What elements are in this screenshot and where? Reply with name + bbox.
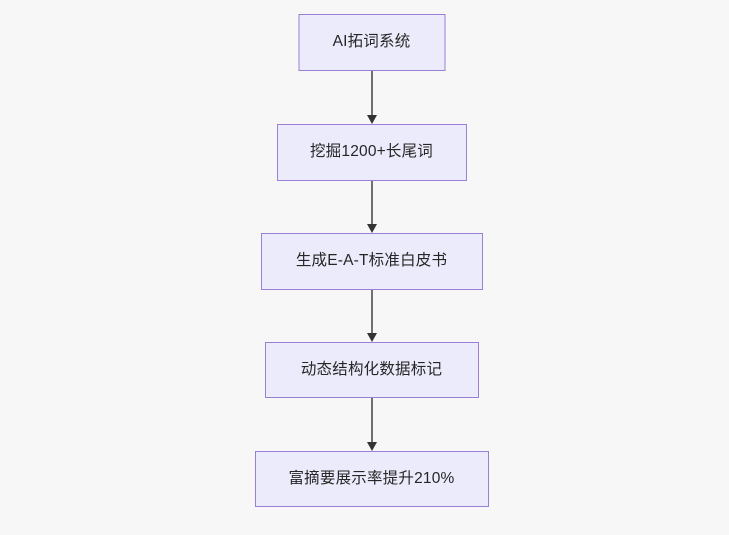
arrow-down-icon: [366, 333, 377, 342]
flow-node-label: AI拓词系统: [332, 33, 411, 51]
flow-node-n1[interactable]: AI拓词系统: [298, 14, 445, 71]
flow-node-n2[interactable]: 挖掘1200+长尾词: [276, 124, 467, 181]
connector-line-icon: [370, 290, 373, 334]
flow-node-label: 富摘要展示率提升210%: [288, 469, 455, 487]
flow-connector-4: [365, 398, 379, 451]
arrow-down-icon: [366, 224, 377, 233]
flow-connector-2: [365, 181, 379, 233]
flow-node-n5[interactable]: 富摘要展示率提升210%: [254, 451, 489, 507]
arrow-down-icon: [366, 115, 377, 124]
flow-node-label: 动态结构化数据标记: [300, 360, 443, 378]
arrow-down-icon: [366, 442, 377, 451]
connector-line-icon: [370, 398, 373, 443]
flow-node-label: 挖掘1200+长尾词: [309, 143, 434, 161]
flow-node-label: 生成E-A-T标准白皮书: [295, 252, 448, 270]
connector-line-icon: [370, 181, 373, 225]
flow-node-n4[interactable]: 动态结构化数据标记: [264, 342, 479, 398]
flow-connector-1: [365, 71, 379, 124]
flow-connector-3: [365, 290, 379, 342]
connector-line-icon: [370, 71, 373, 116]
flow-node-n3[interactable]: 生成E-A-T标准白皮书: [260, 233, 483, 290]
